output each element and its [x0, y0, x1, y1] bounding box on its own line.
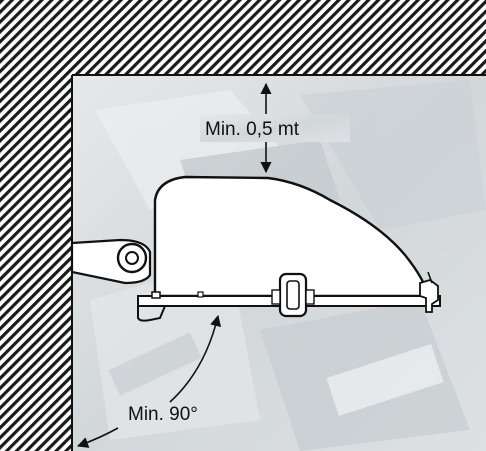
clearance-label-bg [200, 114, 350, 142]
bolt-left [151, 291, 161, 299]
angle-arc-lower [76, 427, 119, 448]
end-bracket-tip [427, 271, 433, 284]
angle-arc-upper [169, 314, 222, 403]
motor-core [286, 280, 300, 310]
clamp-left [271, 289, 281, 305]
unit-cover [153, 175, 430, 298]
base-hook [137, 300, 166, 322]
bolt-mid [197, 291, 204, 298]
end-bracket [419, 279, 439, 313]
pivot-inner [125, 251, 139, 265]
clamp-right [305, 289, 315, 305]
clearance-label: Min. 0,5 mt [205, 119, 300, 140]
angle-label: Min. 90° [128, 404, 198, 425]
